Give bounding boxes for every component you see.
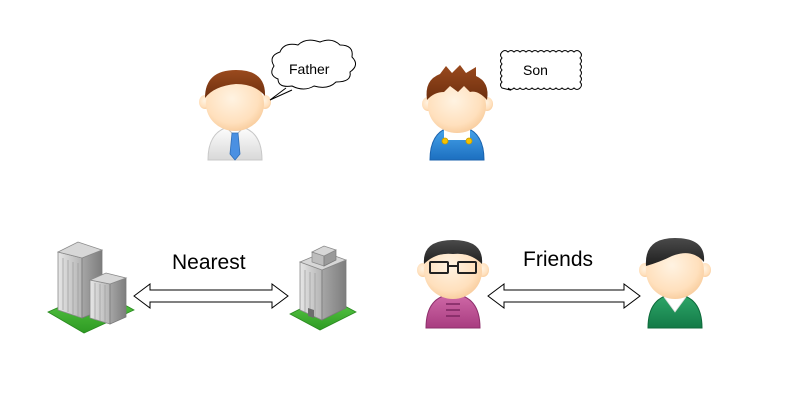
- friends-double-arrow: [487, 283, 641, 309]
- son-speech-bubble: [500, 50, 582, 91]
- son-speech-text: Son: [523, 62, 548, 78]
- office-building-icon: [289, 245, 357, 331]
- nearest-label: Nearest: [172, 251, 246, 274]
- son-avatar: [422, 65, 493, 161]
- father-speech-text: Father: [289, 61, 330, 77]
- father-avatar: [199, 70, 271, 161]
- nearest-double-arrow: [133, 283, 289, 309]
- friend-glasses-avatar: [417, 240, 489, 329]
- father-speech-bubble: [269, 39, 356, 101]
- friend-green-avatar: [639, 238, 711, 329]
- friends-label: Friends: [523, 248, 594, 271]
- office-buildings-icon: [47, 241, 135, 334]
